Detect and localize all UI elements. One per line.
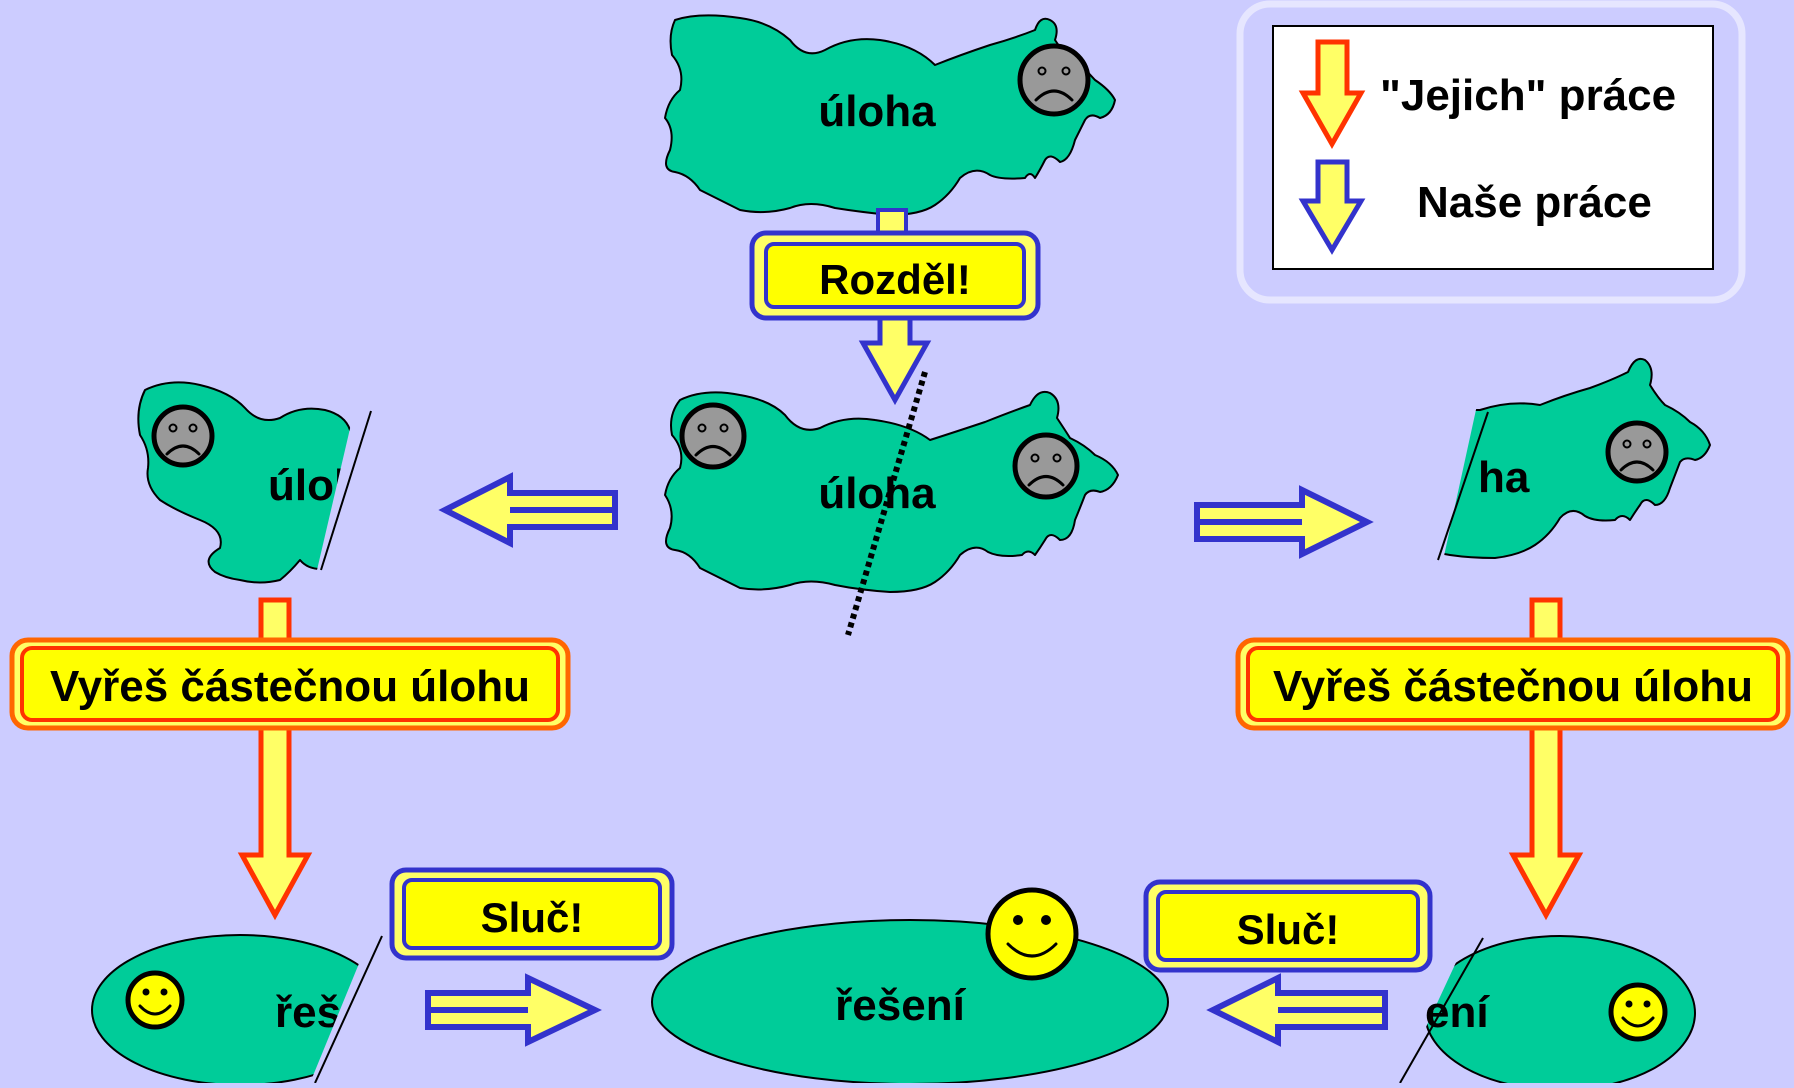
solve-right-button[interactable]: Vyřeš částečnou úlohu [1235, 637, 1791, 731]
right-part-label: ha [1478, 453, 1530, 502]
legend: "Jejich" práce Naše práce [1236, 0, 1746, 304]
solution-right-happy-face-icon [1608, 982, 1668, 1042]
our-work-arrow-icon [1298, 159, 1366, 255]
split-line [845, 371, 928, 636]
left-part: úloh [137, 381, 372, 584]
solution-left-label: řeš [275, 988, 341, 1037]
right-part-blob [1430, 357, 1711, 559]
solution-right-label: ení [1425, 988, 1490, 1037]
top-task-blob [664, 14, 1116, 216]
solution-center-happy-face-icon [985, 887, 1079, 981]
divide-button-label: Rozděl! [819, 256, 971, 303]
middle-task-sad-face-right-icon [1012, 432, 1080, 500]
middle-task-sad-face-left-icon [679, 402, 747, 470]
solve-left-label: Vyřeš částečnou úlohu [50, 662, 530, 711]
solve-right-label: Vyřeš částečnou úlohu [1273, 662, 1753, 711]
middle-task-label: úloha [818, 469, 936, 518]
top-task: úloha [664, 14, 1116, 216]
solution-center-label: řešení [835, 981, 966, 1030]
merge-left-label: Sluč! [481, 894, 584, 941]
solution-center: řešení [651, 887, 1169, 1085]
divide-button[interactable]: Rozděl! [749, 230, 1041, 321]
middle-task: úloha [664, 371, 1119, 636]
top-task-label: úloha [818, 87, 936, 136]
right-part-sad-face-icon [1605, 420, 1669, 484]
solution-left-ellipse [91, 934, 385, 1083]
solution-left-happy-face-icon [125, 970, 185, 1030]
legend-our-work-label: Naše práce [1417, 178, 1652, 227]
solve-left-button[interactable]: Vyřeš částečnou úlohu [9, 637, 571, 731]
merge-left-button[interactable]: Sluč! [389, 867, 675, 961]
top-task-sad-face-icon [1017, 43, 1091, 117]
merge-right-label: Sluč! [1237, 906, 1340, 953]
legend-their-work-label: "Jejich" práce [1380, 71, 1676, 120]
left-part-sad-face-icon [151, 404, 215, 468]
solution-right-cut-edge [1399, 937, 1484, 1084]
divide-down-arrow [858, 315, 932, 406]
merge-right-button[interactable]: Sluč! [1143, 879, 1433, 973]
middle-task-blob [664, 390, 1119, 593]
solution-right: ení [1399, 935, 1696, 1084]
right-part: ha [1430, 357, 1711, 561]
their-work-arrow-icon [1298, 39, 1366, 150]
solution-left-cut-edge [314, 935, 383, 1084]
right-part-cut-edge [1437, 411, 1489, 561]
legend-outer-frame [1236, 0, 1746, 304]
left-part-cut-edge [320, 410, 372, 571]
solution-left: řeš [91, 934, 385, 1084]
